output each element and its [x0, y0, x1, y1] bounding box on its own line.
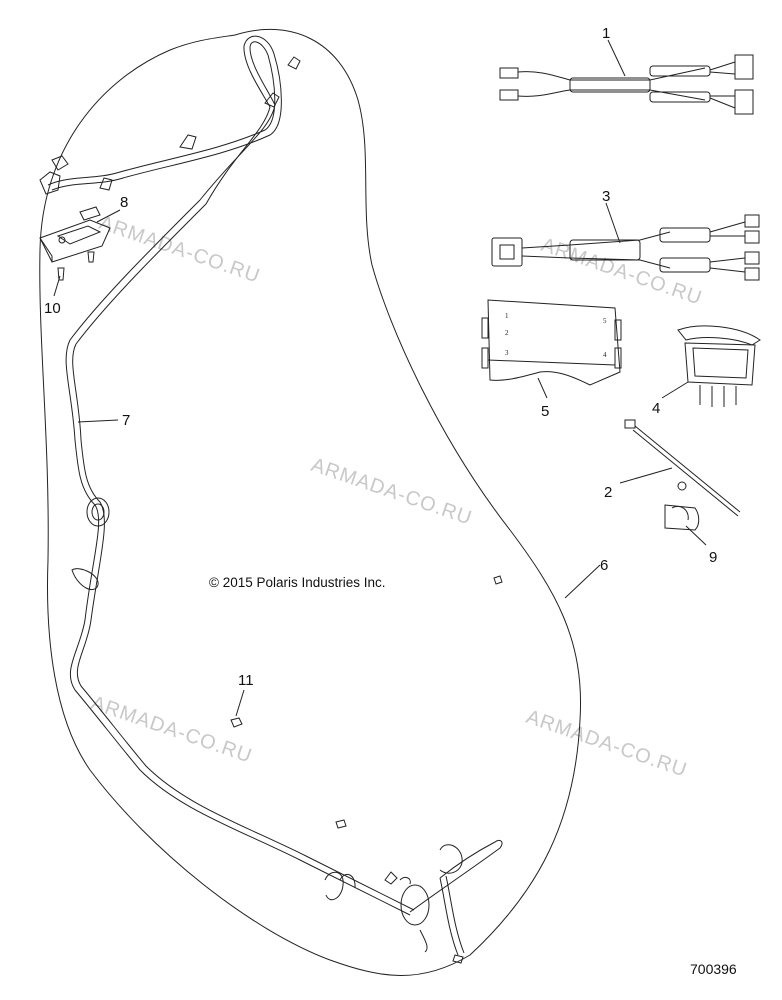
callouts: 1 3 5 4 2 6 7 8 9 10 11 — [44, 25, 717, 689]
control-module — [39, 206, 111, 263]
rocker-switch — [677, 325, 761, 407]
callout-11: 11 — [238, 672, 254, 689]
fastener-11a — [230, 717, 243, 728]
callout-7: 7 — [122, 412, 130, 429]
switch-pin-4: 4 — [603, 351, 607, 359]
cable-tie — [624, 419, 741, 517]
main-harness — [39, 35, 503, 964]
leader-lines — [53, 39, 707, 717]
callout-2: 2 — [604, 484, 612, 501]
callout-1: 1 — [602, 25, 610, 42]
callout-5: 5 — [541, 403, 549, 420]
switch-pin-3: 3 — [505, 349, 509, 357]
callout-9: 9 — [709, 549, 717, 566]
callout-6: 6 — [600, 557, 608, 574]
callout-8: 8 — [120, 194, 128, 211]
harness-clip-3 — [287, 56, 301, 70]
watermark-5: ARMADA-CO.RU — [523, 706, 690, 782]
watermark-3: ARMADA-CO.RU — [308, 454, 475, 530]
copyright-notice: © 2015 Polaris Industries Inc. — [209, 575, 386, 590]
jumper-harness-1 — [499, 54, 754, 115]
watermarks: ARMADA-CO.RU ARMADA-CO.RU ARMADA-CO.RU A… — [88, 212, 705, 782]
harness-connector — [39, 171, 61, 195]
fastener-11b — [493, 575, 503, 585]
callout-3: 3 — [602, 188, 610, 205]
kit-outline — [39, 28, 582, 976]
switch-pin-2: 2 — [505, 329, 509, 337]
harness-3 — [491, 214, 760, 281]
watermark-1: ARMADA-CO.RU — [96, 212, 263, 288]
harness-clip-4 — [99, 177, 113, 191]
callout-10: 10 — [44, 300, 61, 317]
harness-clip-1 — [179, 134, 197, 150]
watermark-4: ARMADA-CO.RU — [88, 692, 255, 768]
figure-number: 700396 — [690, 961, 737, 977]
switch-block: 1 2 3 4 5 — [481, 299, 622, 386]
fastener-11c — [335, 819, 347, 829]
cable-clip — [664, 504, 700, 531]
switch-pin-5: 5 — [603, 317, 607, 325]
harness-clip-2 — [264, 92, 280, 108]
screws — [57, 251, 95, 281]
callout-4: 4 — [652, 400, 660, 417]
switch-pin-1: 1 — [505, 312, 509, 320]
harness-grommet — [86, 497, 110, 527]
